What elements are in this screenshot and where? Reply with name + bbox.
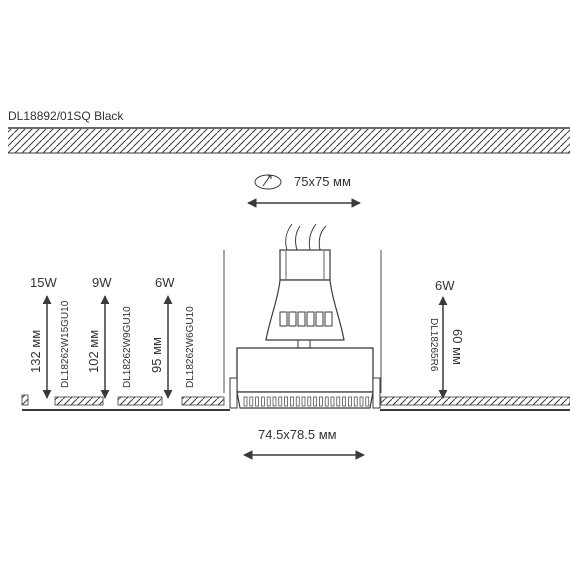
heat-sink-fin	[359, 396, 364, 407]
heat-sink-fin	[284, 396, 288, 407]
lamp-height: 102 мм	[86, 330, 101, 373]
rotate-icon	[254, 174, 282, 190]
lamp-height: 60 мм	[450, 329, 465, 365]
lamp-option-right-6w: 6W DL18265R6 60 мм	[428, 278, 465, 399]
heat-sink-fin	[336, 396, 341, 407]
heat-sink-fin	[301, 396, 306, 407]
ceiling	[8, 127, 570, 154]
heat-sink-fin	[313, 396, 317, 407]
heat-sink-fin	[255, 396, 259, 407]
lamp-option-15w: 15W 132 мм DL18262W15GU10	[28, 275, 71, 399]
lamp-watt: 6W	[155, 275, 175, 290]
lamp-code: DL18262W9GU10	[122, 306, 133, 388]
heat-sink-fin	[261, 396, 265, 407]
heat-sink-fin	[307, 396, 312, 407]
lamp-code: DL18262W15GU10	[60, 300, 71, 388]
heat-sink-fin	[353, 396, 358, 407]
bottom-dimension-label: 74.5x78.5 мм	[258, 427, 337, 442]
heat-sink-fin	[365, 396, 370, 407]
lamp-code: DL18265R6	[428, 318, 439, 372]
heat-sink-fin	[266, 396, 271, 407]
heat-sink-fin	[243, 396, 248, 407]
heat-sink-fin	[319, 396, 323, 407]
heat-sink-fin	[290, 396, 294, 407]
ceiling-panel	[21, 394, 570, 411]
model-title: DL18892/01SQ Black	[8, 109, 124, 123]
lamp-watt: 9W	[92, 275, 112, 290]
lamp-height: 132 мм	[28, 330, 43, 373]
heat-sink-fin	[324, 396, 329, 407]
heat-sink-fin	[348, 396, 352, 407]
heat-sink-fin	[295, 396, 300, 407]
lamp-watt: 15W	[30, 275, 57, 290]
lamp-option-6w: 6W 95 мм DL18262W6GU10	[149, 275, 196, 399]
lamp-option-9w: 9W 102 мм DL18262W9GU10	[86, 275, 133, 399]
lamp-code: DL18262W6GU10	[185, 306, 196, 388]
lamp-watt: 6W	[435, 278, 455, 293]
fixture-housing	[229, 347, 381, 409]
heat-sink-fin	[272, 396, 277, 407]
heat-sink-fin	[342, 396, 346, 407]
lamp-height: 95 мм	[149, 337, 164, 373]
heat-sink-fin	[330, 396, 335, 407]
heat-sink-fin	[278, 396, 283, 407]
top-dimension-label: 75x75 мм	[294, 174, 351, 189]
heat-sink-fin	[249, 396, 254, 407]
lamp	[265, 223, 345, 348]
